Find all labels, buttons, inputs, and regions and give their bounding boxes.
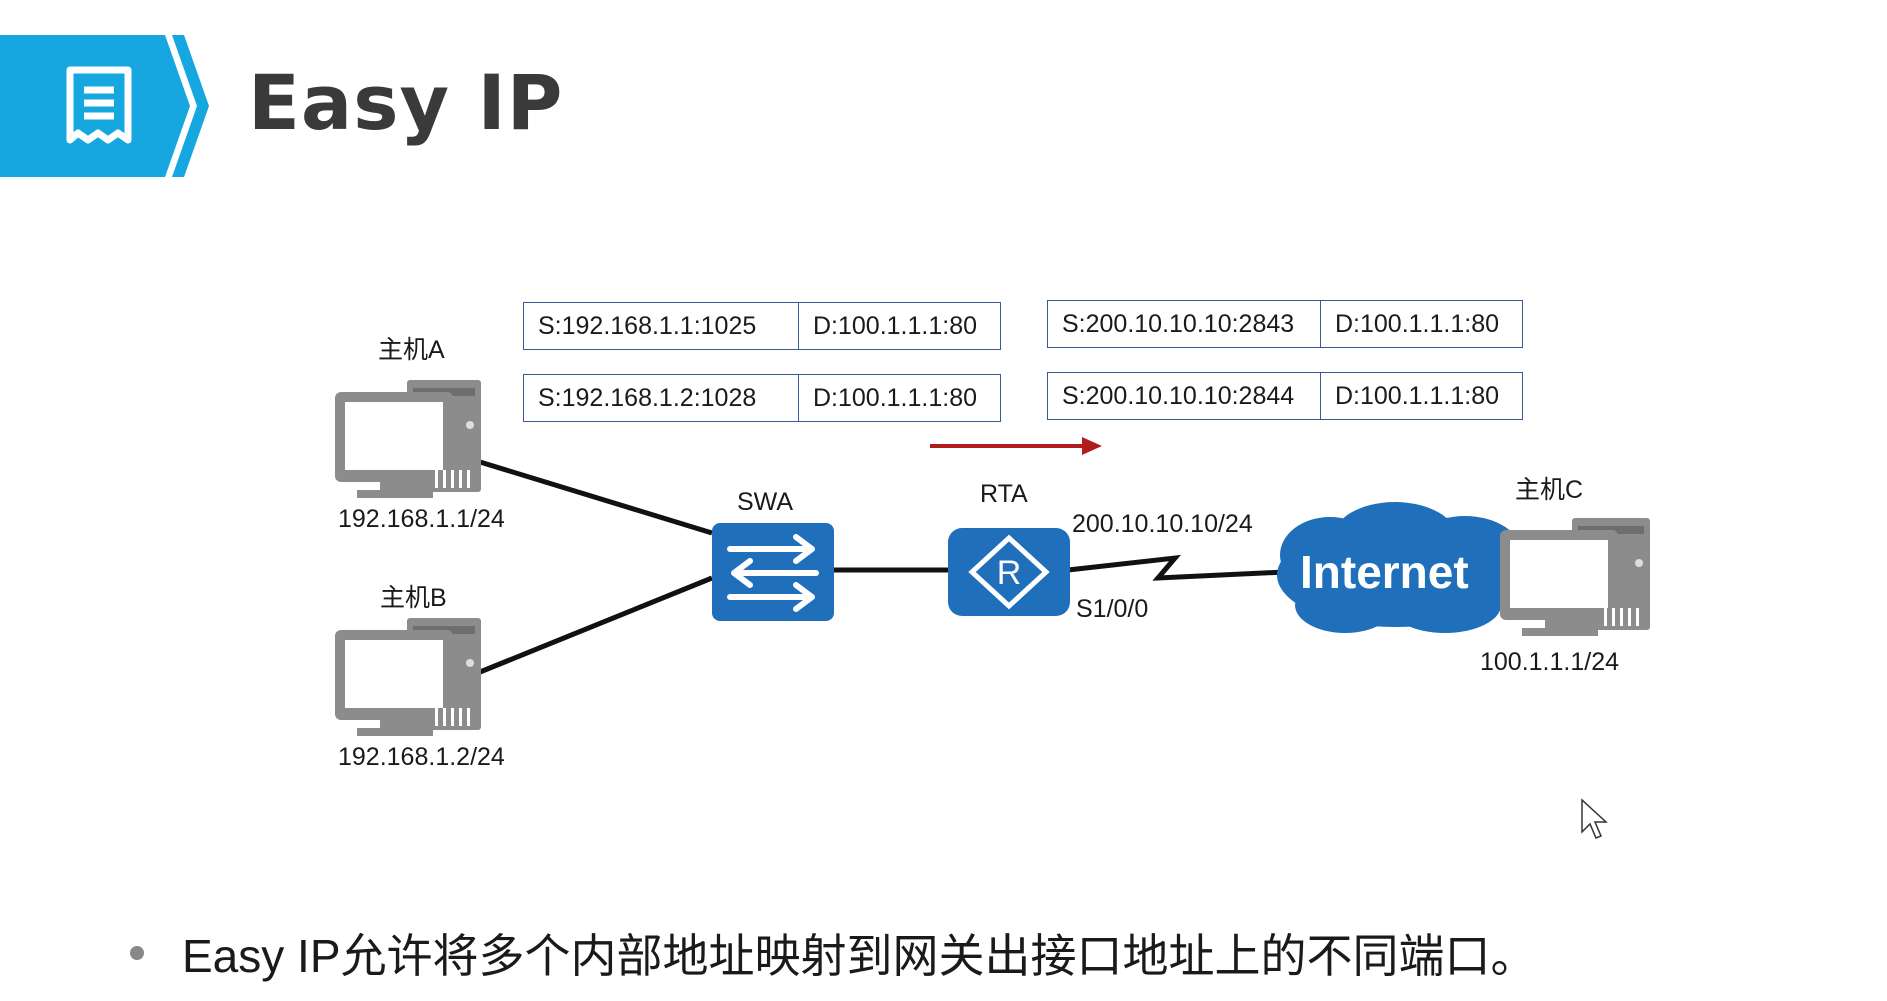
host-c-name: 主机C xyxy=(1515,476,1584,504)
link-host-b-swa xyxy=(479,575,713,675)
host-c-computer-icon xyxy=(1500,518,1650,636)
internet-label: Internet xyxy=(1300,546,1469,598)
flow-direction-arrow xyxy=(930,437,1102,455)
bullet-item: Easy IP允许将多个内部地址映射到网关出接口地址上的不同端口。 xyxy=(130,920,1537,986)
packet-source: S:192.168.1.1:1025 xyxy=(524,303,799,349)
router-wan-ip: 200.10.10.10/24 xyxy=(1072,510,1253,538)
host-a-name: 主机A xyxy=(378,336,445,364)
packet-destination: D:100.1.1.1:80 xyxy=(813,383,978,412)
packet-header-inside-2: S:192.168.1.2:1028 D:100.1.1.1:80 xyxy=(523,374,1001,422)
bullet-dot-icon xyxy=(130,946,144,960)
packet-header-outside-1: S:200.10.10.10:2843 D:100.1.1.1:80 xyxy=(1047,300,1523,348)
svg-text:R: R xyxy=(997,554,1022,592)
switch-swa-icon xyxy=(712,523,834,621)
bullet-text: Easy IP允许将多个内部地址映射到网关出接口地址上的不同端口。 xyxy=(182,930,1537,982)
packet-header-inside-1: S:192.168.1.1:1025 D:100.1.1.1:80 xyxy=(523,302,1001,350)
host-b-name: 主机B xyxy=(380,584,447,612)
internet-cloud-icon xyxy=(1277,502,1521,633)
host-b-computer-icon xyxy=(335,618,481,736)
packet-destination: D:100.1.1.1:80 xyxy=(1335,309,1500,338)
host-c-ip: 100.1.1.1/24 xyxy=(1480,648,1620,676)
serial-link-rta-internet xyxy=(1067,554,1286,581)
packet-source: S:200.10.10.10:2844 xyxy=(1048,373,1321,419)
link-host-a-swa xyxy=(479,459,713,536)
page-title: Easy IP xyxy=(248,58,564,147)
host-a-computer-icon xyxy=(335,380,481,498)
switch-name: SWA xyxy=(737,488,794,516)
packet-header-outside-2: S:200.10.10.10:2844 D:100.1.1.1:80 xyxy=(1047,372,1523,420)
packet-destination: D:100.1.1.1:80 xyxy=(813,311,978,340)
mouse-cursor-icon xyxy=(1581,798,1608,839)
document-icon xyxy=(66,66,132,144)
host-b-ip: 192.168.1.2/24 xyxy=(338,743,505,771)
packet-source: S:192.168.1.2:1028 xyxy=(524,375,799,421)
packet-source: S:200.10.10.10:2843 xyxy=(1048,301,1321,347)
router-interface: S1/0/0 xyxy=(1076,595,1149,623)
header-banner xyxy=(0,35,209,177)
router-rta-icon: R xyxy=(948,528,1070,616)
packet-destination: D:100.1.1.1:80 xyxy=(1335,381,1500,410)
host-a-ip: 192.168.1.1/24 xyxy=(338,505,505,533)
router-name: RTA xyxy=(980,480,1028,508)
